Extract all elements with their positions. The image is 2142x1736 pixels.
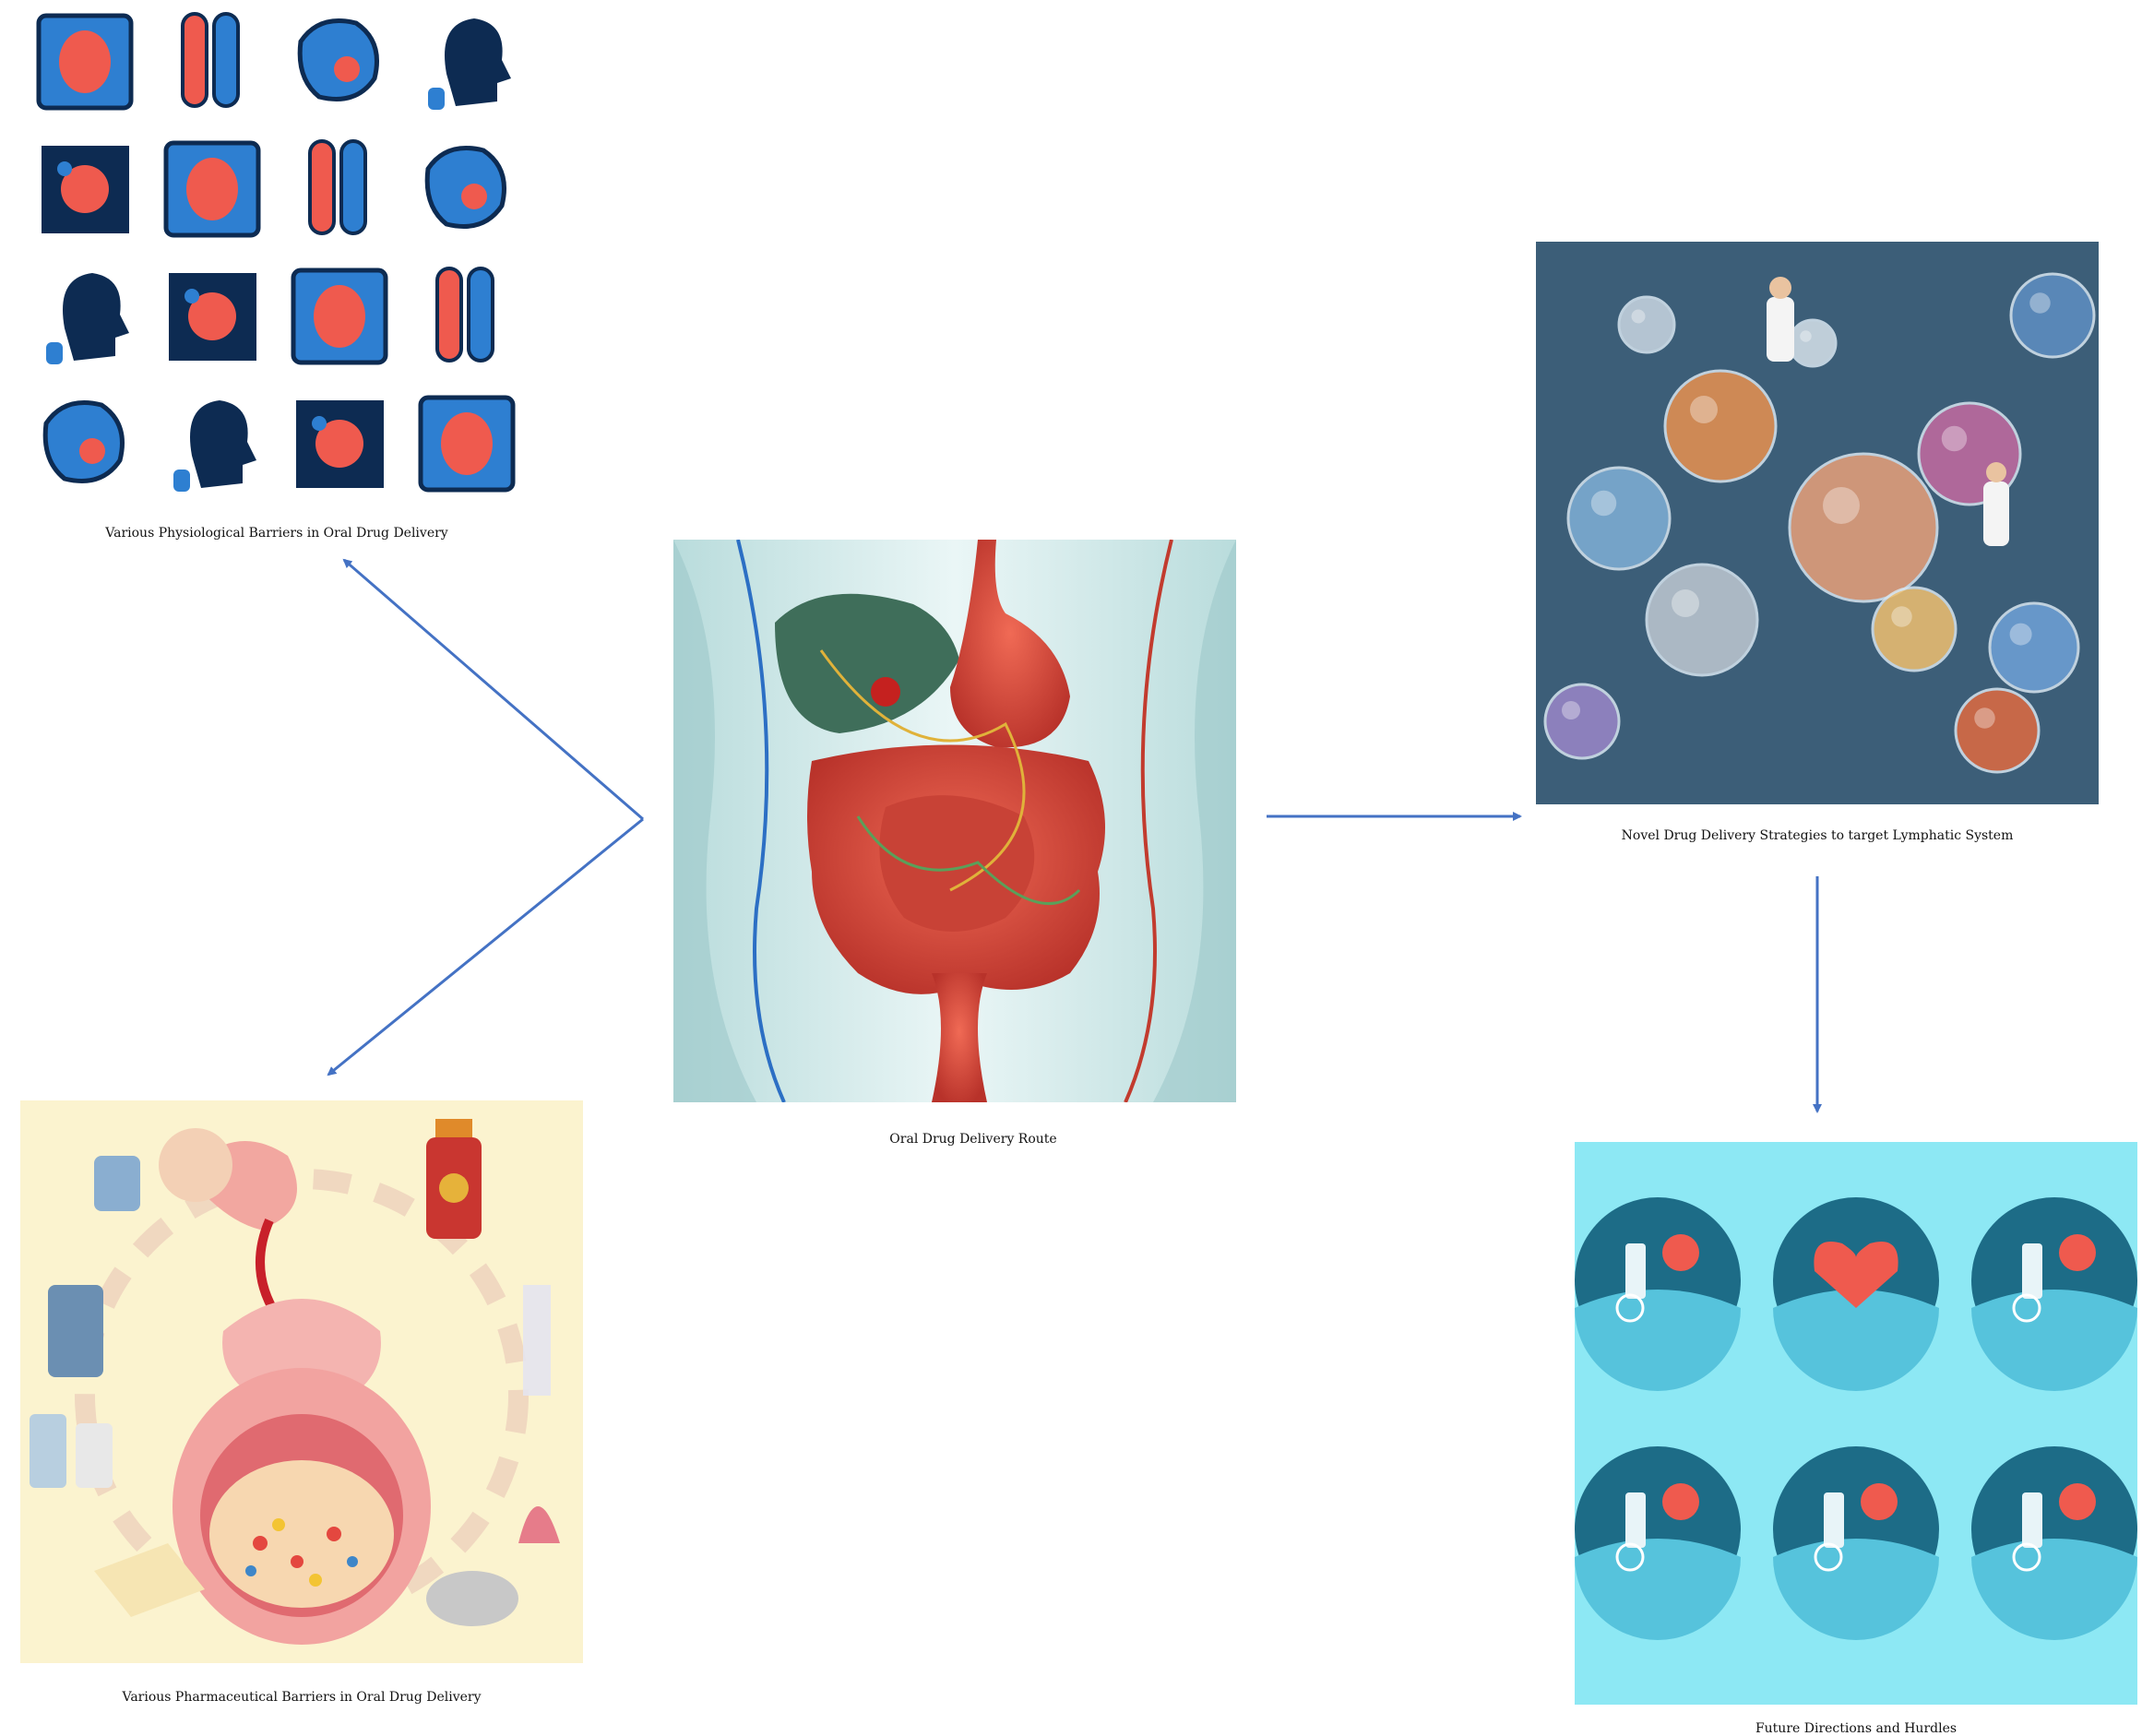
physiological-barriers-image <box>0 0 553 526</box>
novel-strategies-caption: Novel Drug Delivery Strategies to target… <box>1621 828 2014 843</box>
lungs-outline-icon <box>173 400 256 492</box>
nanoparticle-orb <box>1988 601 2080 694</box>
heart-hand-icon <box>1773 1197 1939 1391</box>
scientist-figure <box>1767 277 1794 362</box>
tube-icon <box>163 140 261 238</box>
novel-strategies-image <box>1536 242 2099 804</box>
factory-lab-icon <box>1971 1446 2137 1640</box>
molecule-cost-icon <box>1575 1446 1741 1640</box>
cost-network-icon <box>1971 1197 2137 1391</box>
capsule-gauge-icon <box>296 400 384 488</box>
syringe-lab-icon <box>1575 1197 1741 1391</box>
shield-cost-icon <box>1773 1446 1939 1640</box>
gear-circuit-icon <box>42 146 129 233</box>
future-directions-image <box>1575 1142 2137 1705</box>
nanoparticle-orb <box>1566 466 1672 571</box>
nanoparticle-orb <box>1954 687 2041 774</box>
physiological-barriers-caption: Various Physiological Barriers in Oral D… <box>105 526 448 541</box>
pill-cut-icon <box>42 400 125 483</box>
lungs-icon <box>36 13 134 111</box>
nanoparticle-orb <box>2009 272 2096 359</box>
nanoparticle-orb <box>1543 683 1621 760</box>
nanoparticle-orb <box>1645 563 1759 677</box>
nanoparticle-orb <box>1871 586 1958 672</box>
cell-cluster-icon <box>291 268 388 365</box>
head-profile-icon <box>428 18 511 110</box>
intestinal-villi-icon <box>169 273 256 361</box>
liver-icon <box>308 139 367 235</box>
arrow-to-pharmaceutical <box>327 817 644 1076</box>
future-directions-caption: Future Directions and Hurdles <box>1755 1721 1958 1736</box>
cells-icon <box>46 273 129 364</box>
pharmaceutical-barriers-image <box>20 1100 583 1663</box>
iv-drip-icon <box>181 12 240 108</box>
capsule-icon <box>424 146 506 229</box>
nanoparticle-orb <box>1617 295 1676 354</box>
nanoparticle-orb <box>1663 369 1778 483</box>
oral-route-image <box>673 540 1236 1102</box>
nanoparticle-orb <box>1788 318 1838 368</box>
pattern-tile-icon <box>418 395 516 493</box>
oral-route-caption: Oral Drug Delivery Route <box>889 1132 1057 1147</box>
arrow-to-physiological <box>342 558 644 821</box>
pharmaceutical-barriers-caption: Various Pharmaceutical Barriers in Oral … <box>122 1690 482 1705</box>
flask-icon <box>297 18 379 101</box>
nanoparticle-orb <box>1788 452 1939 603</box>
scientist-figure <box>1983 462 2009 546</box>
head-silhouette-icon <box>435 267 494 363</box>
